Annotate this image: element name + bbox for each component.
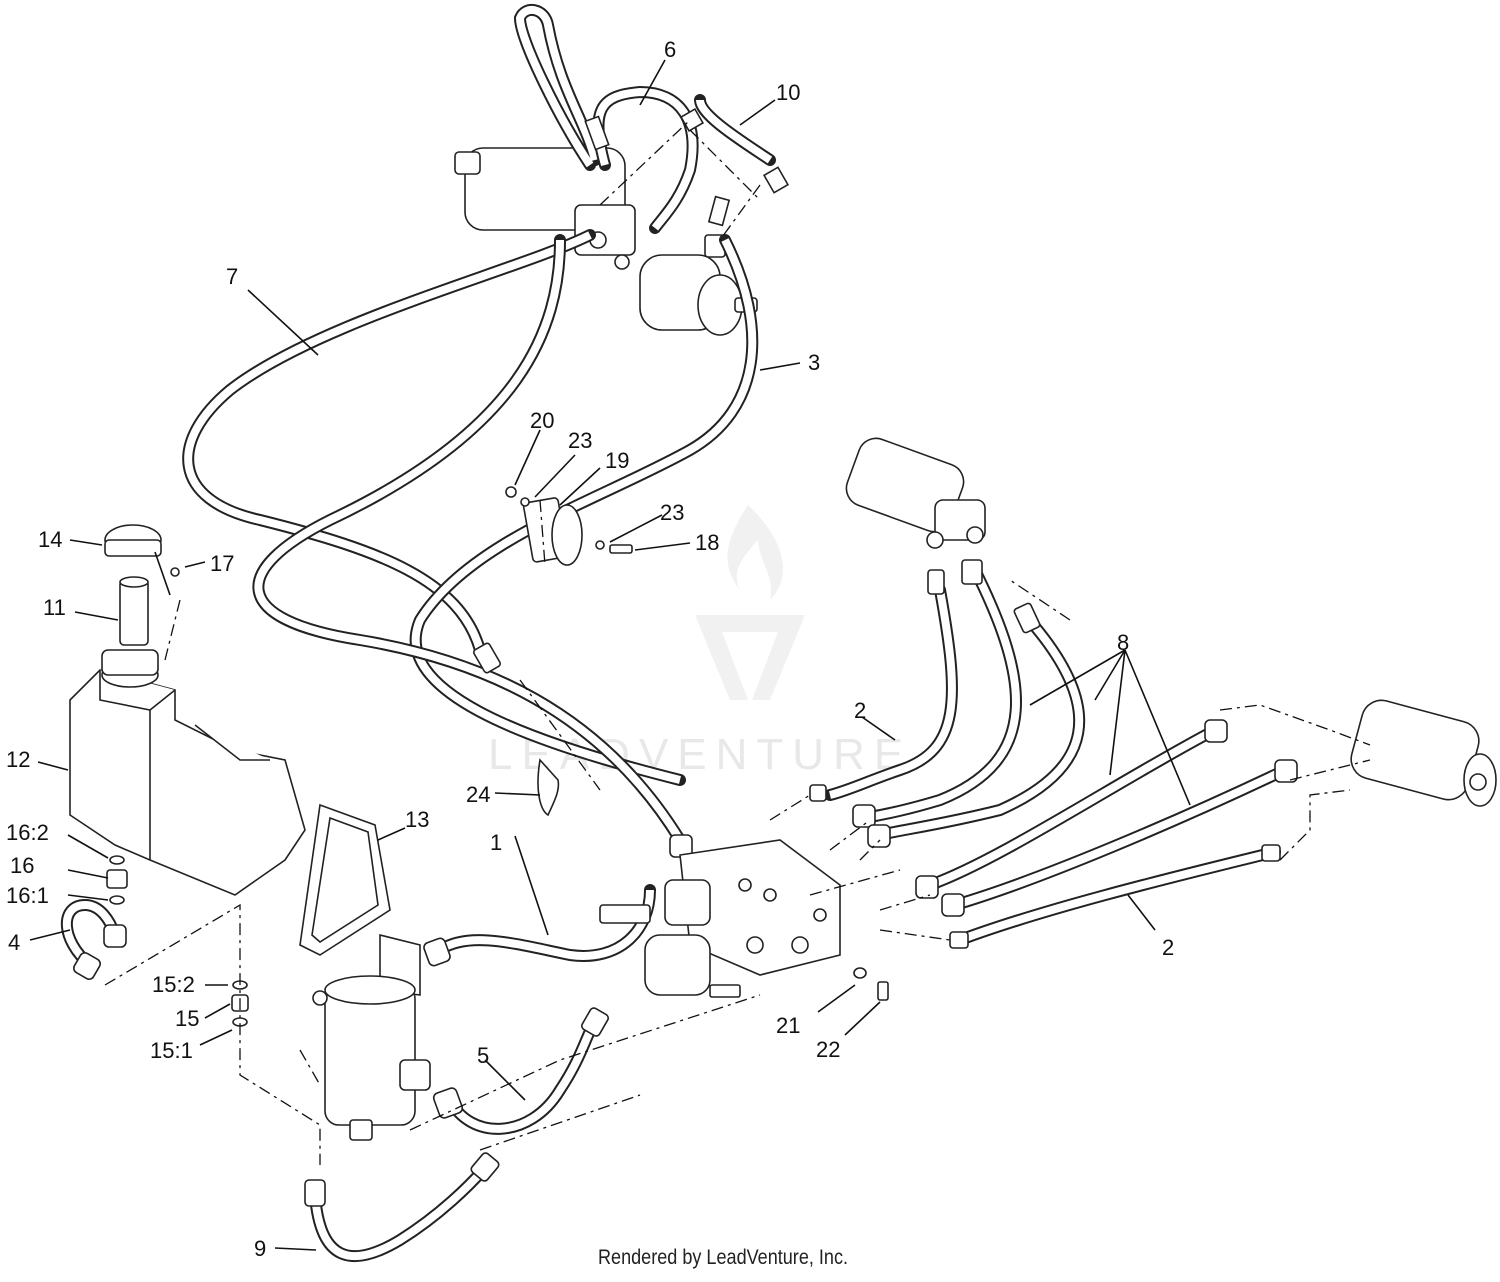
callout-labels: 1 2 2 3 4 5 6 7 8 9 10 11 12 13 14 15 15…: [6, 37, 1174, 1261]
callout-9: 9: [254, 1236, 266, 1261]
lift-cylinder: [454, 147, 636, 270]
callout-15-2: 15:2: [152, 972, 195, 997]
hose-fittings: [473, 559, 1298, 949]
hose-6: [592, 85, 699, 234]
callout-15: 15: [175, 1006, 199, 1031]
callout-15-1: 15:1: [150, 1038, 193, 1063]
callout-8: 8: [1117, 630, 1129, 655]
callout-23: 23: [660, 500, 684, 525]
hose-9: [304, 1152, 500, 1263]
callout-2: 2: [1162, 935, 1174, 960]
callout-14: 14: [38, 527, 62, 552]
hose-4: [60, 898, 127, 980]
assembly-centerlines: [104, 119, 1371, 1165]
tank-shield: [299, 803, 391, 956]
hose-7-loop: [252, 234, 686, 846]
callout-23: 23: [568, 428, 592, 453]
callout-12: 12: [6, 747, 30, 772]
callout-19: 19: [605, 448, 629, 473]
callout-13: 13: [405, 807, 429, 832]
hoses-8: [824, 564, 1291, 946]
callout-21: 21: [776, 1013, 800, 1038]
callout-10: 10: [776, 80, 800, 105]
tank-cap: [104, 524, 171, 596]
wheel-motor-upper: [845, 437, 986, 549]
hose-3: [409, 234, 759, 786]
callout-22: 22: [816, 1037, 840, 1062]
callout-3: 3: [808, 350, 820, 375]
callout-4: 4: [8, 930, 20, 955]
clip-24: [537, 758, 560, 817]
callout-20: 20: [530, 408, 554, 433]
leadventure-flame-logo: [695, 505, 805, 700]
hydraulic-pump: [312, 933, 431, 1141]
control-valve: [599, 839, 841, 998]
callout-16-2: 16:2: [6, 820, 49, 845]
callout-16: 16: [10, 853, 34, 878]
callout-7: 7: [226, 264, 238, 289]
hose-10: [584, 94, 790, 227]
hardware-21-22: [853, 967, 889, 1001]
render-credit: Rendered by LeadVenture, Inc.: [598, 1246, 849, 1269]
hose-7: [182, 4, 601, 656]
callout-18: 18: [695, 530, 719, 555]
callout-16-1: 16:1: [6, 883, 49, 908]
callout-24: 24: [466, 782, 490, 807]
hydraulic-motor-upper: [639, 234, 758, 336]
leader-lines: [29, 59, 1191, 1251]
callout-1: 1: [490, 830, 502, 855]
callout-11: 11: [43, 595, 66, 620]
hydraulic-tank: [69, 649, 306, 896]
wheel-motor-lower: [1350, 699, 1497, 807]
callout-5: 5: [477, 1043, 489, 1068]
hose-5: [432, 1007, 609, 1135]
callout-6: 6: [664, 37, 676, 62]
filler-neck: [119, 567, 180, 646]
callout-2: 2: [854, 698, 866, 723]
callout-17: 17: [210, 551, 234, 576]
